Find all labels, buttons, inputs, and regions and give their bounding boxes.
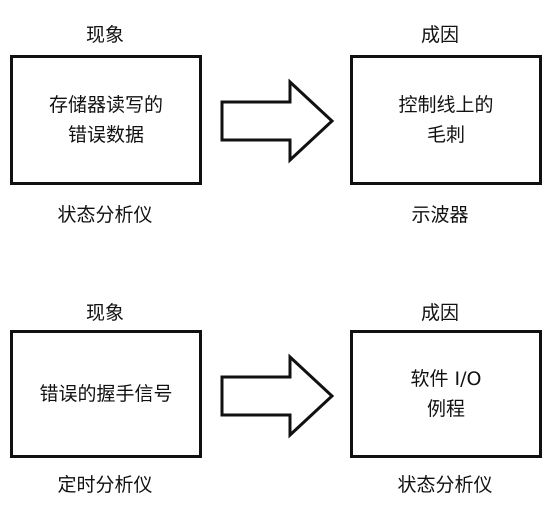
cause-box-2: 软件 I/O 例程: [350, 330, 542, 458]
phenomenon-tool-1: 状态分析仪: [57, 204, 153, 226]
phenomenon-text-1-line-1: 存储器读写的: [48, 94, 163, 116]
phenomenon-text-1-line-2: 错误数据: [67, 124, 144, 146]
phenomenon-tool-2: 定时分析仪: [57, 474, 153, 496]
cause-text-2-line-2: 例程: [426, 398, 465, 420]
cause-text-2-line-1: 软件 I/O: [410, 368, 482, 390]
cause-tool-2: 状态分析仪: [397, 474, 493, 496]
phenomenon-box-1: 存储器读写的 错误数据: [10, 55, 202, 185]
cause-text-1-line-1: 控制线上的: [398, 94, 494, 116]
cause-heading-2: 成因: [420, 302, 459, 324]
arrow-right-2: [220, 353, 335, 439]
cause-tool-1: 示波器: [411, 204, 469, 226]
arrow-right-1: [220, 78, 335, 164]
phenomenon-text-2-line-1: 错误的握手信号: [39, 383, 173, 405]
cause-box-1: 控制线上的 毛刺: [350, 55, 542, 185]
phenomenon-heading-1: 现象: [85, 24, 124, 46]
phenomenon-box-2: 错误的握手信号: [10, 330, 202, 458]
cause-heading-1: 成因: [420, 24, 459, 46]
cause-text-1-line-2: 毛刺: [426, 124, 465, 146]
phenomenon-heading-2: 现象: [85, 302, 124, 324]
